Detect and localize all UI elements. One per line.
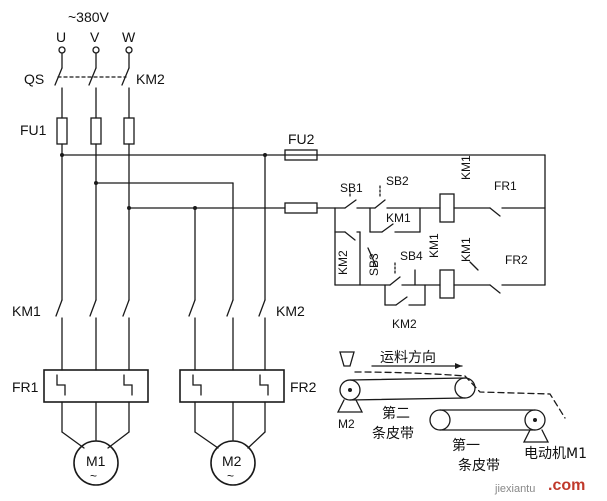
fr1-label: FR1 xyxy=(12,379,39,395)
terminal-w xyxy=(125,46,133,54)
belt1b-label: 条皮带 xyxy=(458,457,500,474)
km2-seal-label: KM2 xyxy=(392,317,417,331)
km1-aux-label: KM1 xyxy=(459,237,473,262)
sb4-label: SB4 xyxy=(400,249,423,263)
motor-m2: M2 ~ xyxy=(210,440,256,486)
motor-m1-label: M1 xyxy=(86,453,106,469)
fu1-fuses xyxy=(56,117,135,145)
km2-lock-label: KM2 xyxy=(336,250,350,275)
km1-coil xyxy=(439,193,455,223)
conveyor-m2-label: M2 xyxy=(338,417,355,431)
phase-v-label: V xyxy=(90,29,100,45)
qs-label: QS xyxy=(24,71,44,87)
belt2-label: 第二 xyxy=(382,405,410,422)
km2-main-label: KM2 xyxy=(136,71,165,87)
fu2-label: FU2 xyxy=(288,131,315,147)
control-circuit xyxy=(334,154,546,306)
fu1-label: FU1 xyxy=(20,122,47,138)
fr2-contact-label: FR2 xyxy=(505,253,528,267)
fr2-relay xyxy=(179,369,285,403)
sb1-label: SB1 xyxy=(340,181,363,195)
supply-voltage-label: ~380V xyxy=(68,9,110,25)
terminal-v xyxy=(92,46,100,54)
fr2-label: FR2 xyxy=(290,379,317,395)
terminal-u xyxy=(58,46,66,54)
belt2b-label: 条皮带 xyxy=(372,425,414,442)
km2-power-contacts xyxy=(188,299,266,371)
km1-coil-label: KM1 xyxy=(459,155,473,180)
watermark-text: jiexiantu xyxy=(494,483,535,495)
km1-int-label: KM1 xyxy=(427,233,441,258)
phase-w-label: W xyxy=(122,29,136,45)
svg-text:~: ~ xyxy=(227,469,234,483)
svg-text:~: ~ xyxy=(90,469,97,483)
km2-coil xyxy=(439,269,455,299)
fr1-contact-label: FR1 xyxy=(494,179,517,193)
sb3-label: SB3 xyxy=(367,253,381,276)
conveyor-direction-label: 运料方向 xyxy=(380,350,436,366)
km1-seal-label: KM1 xyxy=(386,211,411,225)
motor-m2-label: M2 xyxy=(222,453,242,469)
fu2-fuses xyxy=(284,149,318,214)
phase-u-label: U xyxy=(56,29,66,45)
qs-switch xyxy=(54,67,130,86)
conveyor-sketch: 运料方向 xyxy=(336,350,566,443)
watermark-com: .com xyxy=(548,477,585,494)
km2-power-label: KM2 xyxy=(276,303,305,319)
motor-m1: M1 ~ xyxy=(73,440,119,486)
fr1-relay xyxy=(43,369,149,403)
sb2-label: SB2 xyxy=(386,174,409,188)
belt1-label: 第一 xyxy=(452,437,480,454)
km1-power-contacts xyxy=(55,299,130,371)
motor-m1-conveyor-label: 电动机M1 xyxy=(524,446,587,462)
km1-power-label: KM1 xyxy=(12,303,41,319)
